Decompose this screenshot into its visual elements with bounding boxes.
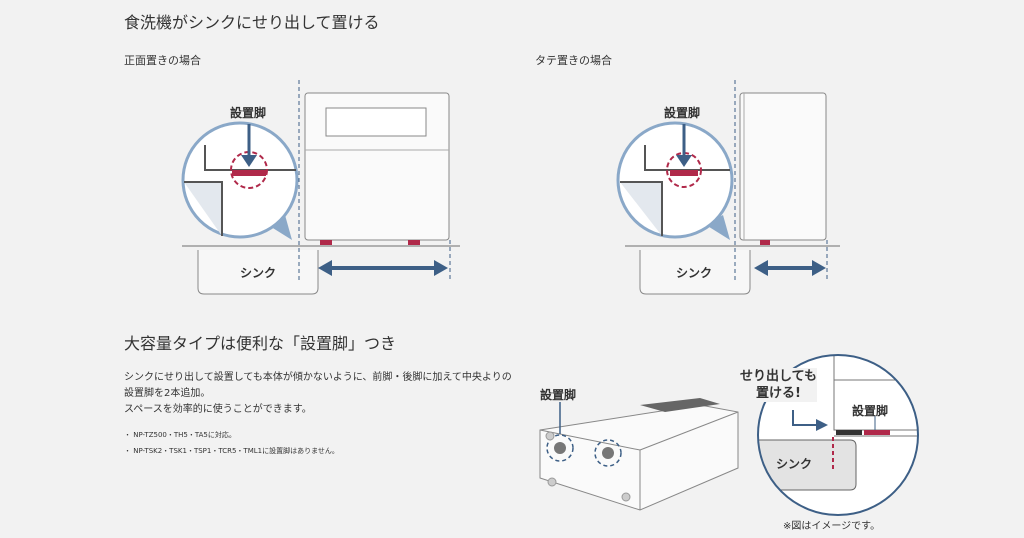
callout-line: せり出しても	[740, 369, 817, 384]
body-line: 設置脚を2本追加。	[124, 388, 211, 399]
body-line: シンクにせり出して設置しても本体が傾かないように、前脚・後脚に加えて中央よりの	[124, 372, 512, 383]
bottom-diagram	[539, 354, 919, 516]
vertical-label: タテ置きの場合	[535, 54, 612, 67]
box-leg-label: 設置脚	[540, 388, 577, 402]
section2-body: シンクにせり出して設置しても本体が傾かないように、前脚・後脚に加えて中央よりの …	[124, 370, 524, 418]
vertical-diagram	[616, 80, 840, 295]
callout-sink-label: シンク	[776, 457, 813, 471]
front-sink-label: シンク	[240, 266, 277, 280]
note-item: ・ NP-TZ500・TH5・TA5に対応。	[124, 431, 236, 439]
section1-title: 食洗機がシンクにせり出して置ける	[124, 13, 380, 32]
front-leg-label: 設置脚	[230, 106, 267, 120]
vertical-sink-label: シンク	[676, 266, 713, 280]
callout-leg-label: 設置脚	[852, 404, 889, 418]
section2-title: 大容量タイプは便利な「設置脚」つき	[124, 334, 397, 353]
note-item: ・ NP-TSK2・TSK1・TSP1・TCR5・TML1に設置脚はありません。	[124, 447, 339, 455]
image-caption: ※図はイメージです。	[783, 521, 881, 532]
body-line: スペースを効率的に使うことができます。	[124, 404, 312, 415]
callout-text: せり出しても 置ける!	[740, 368, 817, 402]
front-diagram	[181, 80, 460, 295]
note-text: NP-TSK2・TSK1・TSP1・TCR5・TML1に設置脚はありません。	[133, 447, 339, 455]
note-text: NP-TZ500・TH5・TA5に対応。	[133, 431, 236, 439]
callout-line: 置ける!	[756, 386, 801, 401]
front-label: 正面置きの場合	[124, 54, 201, 67]
vertical-leg-label: 設置脚	[664, 106, 701, 120]
